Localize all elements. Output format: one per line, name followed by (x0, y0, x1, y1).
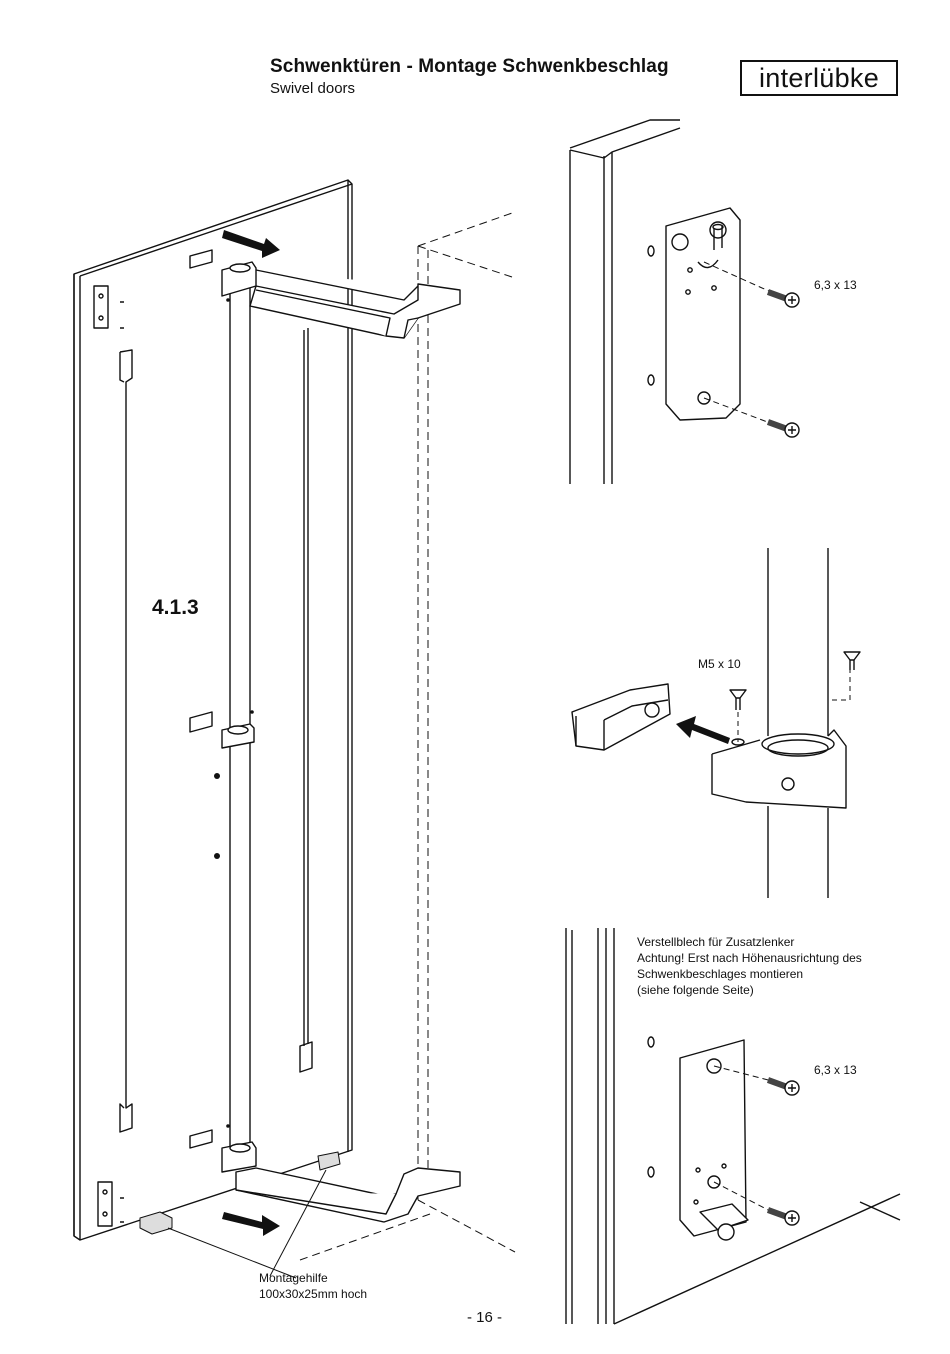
detail-middle-clamp (572, 548, 850, 898)
detail-bottom-note: Verstellblech für Zusatzlenker Achtung! … (637, 934, 862, 998)
detail-top-hinge-plate (570, 120, 780, 484)
page-number: - 16 - (467, 1309, 502, 1326)
note-line: Achtung! Erst nach Höhenausrichtung des (637, 950, 862, 966)
detail-bottom-screw-label: 6,3 x 13 (814, 1062, 857, 1078)
assembly-aid-name: Montagehilfe (259, 1270, 367, 1286)
step-number: 4.1.3 (152, 596, 199, 620)
note-line: Schwenkbeschlages montieren (637, 966, 862, 982)
assembly-aid-size: 100x30x25mm hoch (259, 1286, 367, 1302)
detail-bottom-screws (768, 1080, 799, 1225)
note-line: Verstellblech für Zusatzlenker (637, 934, 862, 950)
note-line: (siehe folgende Seite) (637, 982, 862, 998)
door-panel (74, 180, 352, 1240)
detail-middle-screws (730, 652, 860, 710)
assembly-aid-label: Montagehilfe 100x30x25mm hoch (259, 1270, 367, 1302)
detail-middle-screw-label: M5 x 10 (698, 656, 741, 672)
detail-top-screw-label: 6,3 x 13 (814, 277, 857, 293)
detail-top-screws (768, 292, 799, 437)
detail-middle-arrow (676, 716, 730, 744)
